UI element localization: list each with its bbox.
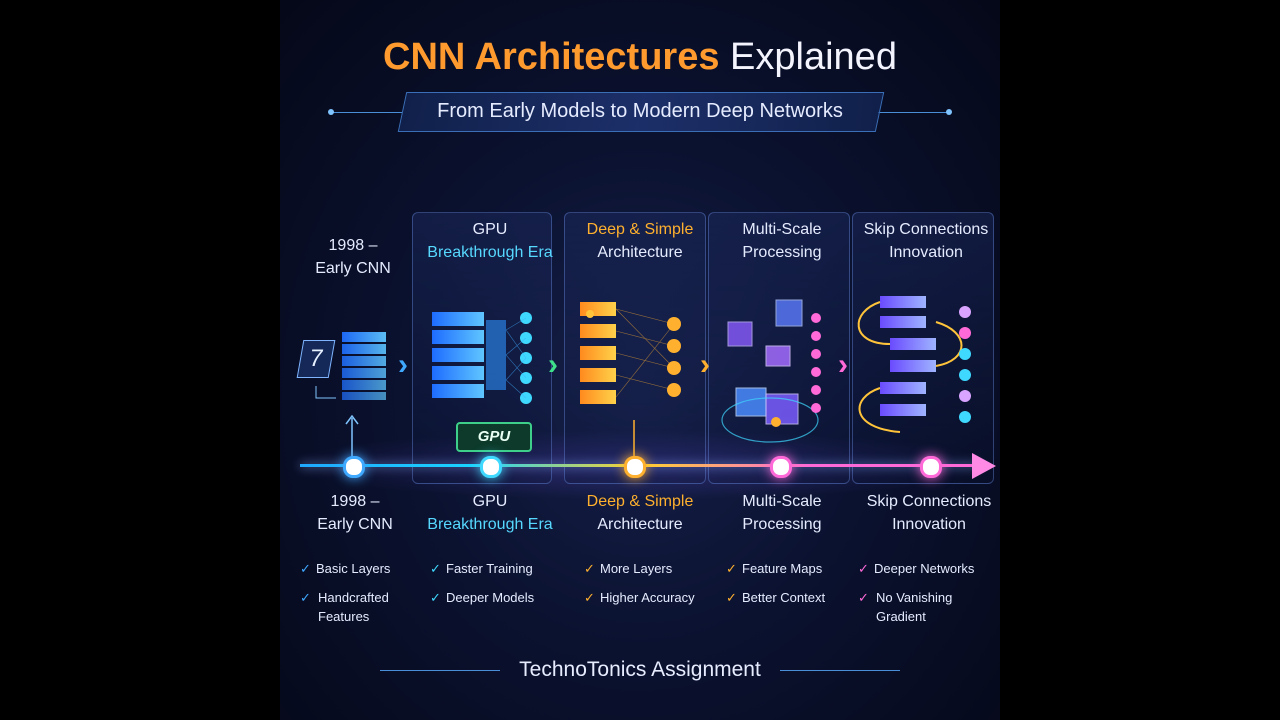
stage-5-heading-line2: Innovation (889, 244, 963, 261)
stage-2-network (432, 312, 532, 404)
footer-line-right (780, 670, 900, 671)
chevron-right-icon: › (838, 348, 848, 381)
bullet-text: More Layers (600, 561, 673, 576)
stage-2-label-line1: GPU (472, 493, 508, 510)
check-icon: ✓ (430, 590, 441, 605)
page-title: CNN Architectures Explained (280, 36, 1000, 79)
stage-5-label: Skip Connections Innovation (858, 490, 1000, 536)
check-icon: ✓ (584, 561, 595, 576)
stage-3-label-line2: Architecture (597, 516, 683, 533)
stage-1-heading-line2: Early CNN (315, 260, 391, 277)
stage-1-label-line2: Early CNN (317, 516, 393, 533)
input-digit-icon: 7 (296, 340, 336, 378)
stage-2-label: GPU Breakthrough Era (420, 490, 560, 536)
stage-3-heading-line2: Architecture (597, 244, 683, 261)
stage-1-bullet-2: ✓ Handcrafted Features (300, 588, 410, 626)
footer-line-left (380, 670, 500, 671)
stage-3-heading: Deep & Simple Architecture (570, 218, 710, 264)
subtitle-dot-right (946, 109, 952, 115)
stage-1-bullet-1: ✓ Basic Layers (300, 559, 390, 578)
stage-4-label-line2: Processing (742, 516, 822, 533)
bullet-text: Deeper Models (446, 590, 535, 605)
stage-1-label: 1998 – Early CNN (290, 490, 420, 536)
bullet-text: Deeper Networks (874, 561, 975, 576)
footer-text: TechnoTonics Assignment (519, 658, 761, 681)
stage-3-deep-layers (580, 302, 681, 456)
check-icon: ✓ (858, 561, 869, 576)
stage-4-label: Multi-Scale Processing (712, 490, 852, 536)
bullet-text: Feature Maps (742, 561, 823, 576)
subtitle: From Early Models to Modern Deep Network… (437, 100, 843, 122)
stage-4-heading-line1: Multi-Scale (742, 221, 822, 238)
stage-4-multiscale-cubes (721, 299, 821, 443)
check-icon: ✓ (584, 590, 595, 605)
chevron-right-icon: › (548, 348, 558, 381)
stage-2-label-line2: Breakthrough Era (427, 516, 553, 533)
timeline-node-4 (770, 456, 792, 478)
check-icon: ✓ (726, 590, 737, 605)
timeline-arrow-icon (972, 453, 996, 479)
bullet-text: Handcrafted Features (318, 590, 389, 624)
subtitle-line-right (878, 112, 948, 113)
chevron-right-icon: › (700, 348, 710, 381)
title-rest: Explained (730, 36, 897, 78)
timeline-node-1 (343, 456, 365, 478)
stage-5-label-line1: Skip Connections (866, 493, 992, 510)
stage-4-heading: Multi-Scale Processing (712, 218, 852, 264)
stage-4-bullet-1: ✓ Feature Maps (726, 559, 822, 578)
stage-3-label: Deep & Simple Architecture (570, 490, 710, 536)
bullet-text: Higher Accuracy (600, 590, 695, 605)
stage-2-heading-line1: GPU (472, 221, 508, 238)
subtitle-line-left (332, 112, 402, 113)
bullet-text: Basic Layers (316, 561, 391, 576)
stage-5-label-line2: Innovation (892, 516, 966, 533)
check-icon: ✓ (430, 561, 441, 576)
stage-5-skip-connections (857, 296, 971, 433)
timeline-node-5 (920, 456, 942, 478)
stage-1-heading-line1: 1998 – (328, 237, 378, 254)
stage-4-label-line1: Multi-Scale (742, 493, 822, 510)
chevron-right-icon: › (398, 348, 408, 381)
check-icon: ✓ (858, 590, 869, 605)
stage-5-heading: Skip Connections Innovation (854, 218, 998, 264)
stage-4-bullet-2: ✓ Better Context (726, 588, 825, 607)
stage-2-heading: GPU Breakthrough Era (420, 218, 560, 264)
subtitle-dot-left (328, 109, 334, 115)
stage-5-bullet-1: ✓ Deeper Networks (858, 559, 974, 578)
stage-4-heading-line2: Processing (742, 244, 822, 261)
stage-2-bullet-1: ✓ Faster Training (430, 559, 533, 578)
infographic-canvas: CNN Architectures Explained From Early M… (280, 0, 1000, 720)
bullet-text: Better Context (742, 590, 826, 605)
bullet-text: Faster Training (446, 561, 533, 576)
stage-2-bullet-2: ✓ Deeper Models (430, 588, 534, 607)
stage-3-heading-line1: Deep & Simple (586, 221, 694, 238)
architecture-illustrations (315, 296, 971, 456)
check-icon: ✓ (300, 561, 311, 576)
stage-3-bullet-2: ✓ Higher Accuracy (584, 588, 695, 607)
check-icon: ✓ (726, 561, 737, 576)
timeline-node-3 (624, 456, 646, 478)
check-icon: ✓ (300, 590, 311, 605)
stage-5-bullet-2: ✓ No Vanishing Gradient (858, 588, 978, 626)
gpu-chip-icon: GPU (456, 422, 532, 452)
stage-3-bullet-1: ✓ More Layers (584, 559, 672, 578)
stage-2-heading-line2: Breakthrough Era (427, 244, 553, 261)
timeline-node-2 (480, 456, 502, 478)
bullet-text: No Vanishing Gradient (876, 590, 953, 624)
stage-5-heading-line1: Skip Connections (863, 221, 989, 238)
stage-1-heading: 1998 – Early CNN (298, 234, 408, 280)
stage-1-layer-stack (315, 332, 386, 456)
panel-stage-4 (708, 212, 850, 484)
title-highlight: CNN Architectures (383, 36, 720, 78)
stage-3-label-line1: Deep & Simple (586, 493, 694, 510)
stage-1-label-line1: 1998 – (330, 493, 380, 510)
